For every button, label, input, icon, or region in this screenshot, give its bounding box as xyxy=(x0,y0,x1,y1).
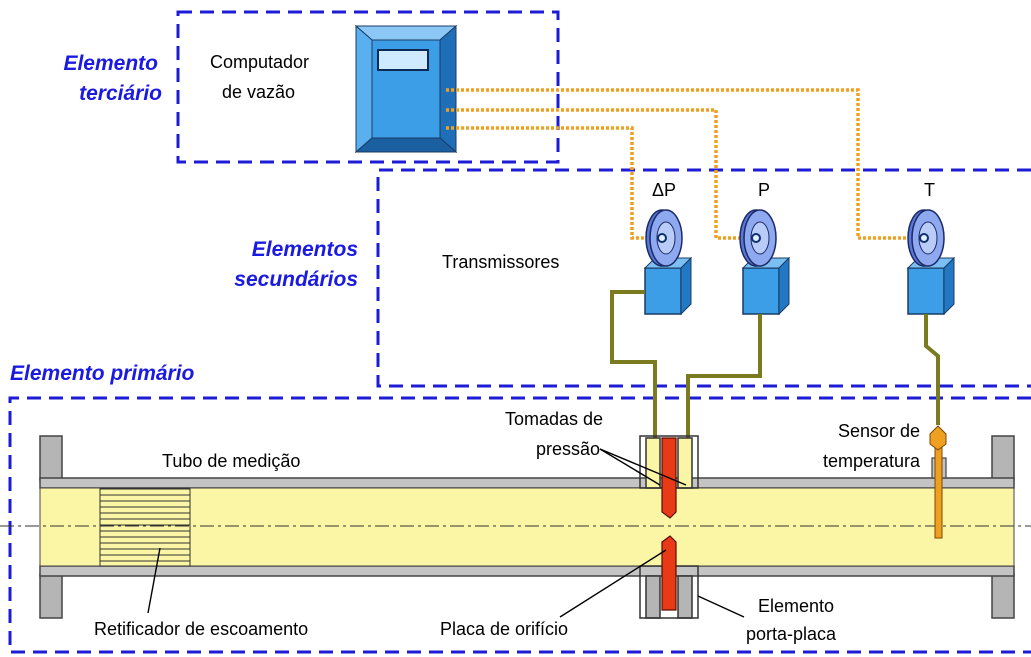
flow-computer xyxy=(354,24,458,154)
secondary-title-line1: Elementos xyxy=(252,238,358,261)
flow-straightener-label: Retificador de escoamento xyxy=(94,619,308,639)
transmitters-label: Transmissores xyxy=(442,252,559,272)
orifice-holder-label-line1: Elemento xyxy=(758,596,834,616)
meter-tube-label: Tubo de medição xyxy=(162,451,300,471)
orifice-assembly xyxy=(639,435,699,619)
flow-straightener xyxy=(99,487,191,567)
temperature-sensor xyxy=(929,425,947,539)
orifice-holder-pointer xyxy=(697,595,745,618)
primary-title: Elemento primário xyxy=(10,362,195,385)
pressure-taps-label-line1: Tomadas de xyxy=(505,409,603,429)
orifice-plate-label: Placa de orifício xyxy=(440,619,568,639)
orifice-plate-pointer xyxy=(559,549,667,618)
pressure-taps-label-line2: pressão xyxy=(536,439,600,459)
temperature-sensor-label-line1: Sensor de xyxy=(838,421,920,441)
flow-computer-display xyxy=(377,49,429,71)
dp-transmitter xyxy=(643,209,693,316)
impulse-lines xyxy=(610,290,940,440)
pressure-taps-pointers xyxy=(599,448,687,486)
orifice-holder-label-line2: porta-placa xyxy=(746,624,837,644)
flow-computer-label-line2: de vazão xyxy=(222,82,295,102)
p-transmitter xyxy=(739,209,791,316)
orifice-plate-lower xyxy=(661,535,677,611)
signal-wires xyxy=(446,88,912,240)
secondary-title-line2: secundários xyxy=(234,268,358,291)
tertiary-title-line2: terciário xyxy=(79,82,162,105)
dp-transmitter-label: ΔP xyxy=(652,180,676,200)
tertiary-title-line1: Elemento xyxy=(63,52,158,75)
temperature-sensor-label-line2: temperatura xyxy=(823,451,921,471)
primary-region-border xyxy=(8,396,1031,654)
t-transmitter xyxy=(906,209,956,316)
t-transmitter-label: T xyxy=(924,180,935,200)
meter-tube xyxy=(0,435,1031,619)
flow-computer-label-line1: Computador xyxy=(210,52,309,72)
secondary-region-border xyxy=(376,168,1031,388)
p-transmitter-label: P xyxy=(758,180,770,200)
tertiary-region-border xyxy=(176,10,560,164)
flow-straightener-pointer xyxy=(147,547,161,614)
